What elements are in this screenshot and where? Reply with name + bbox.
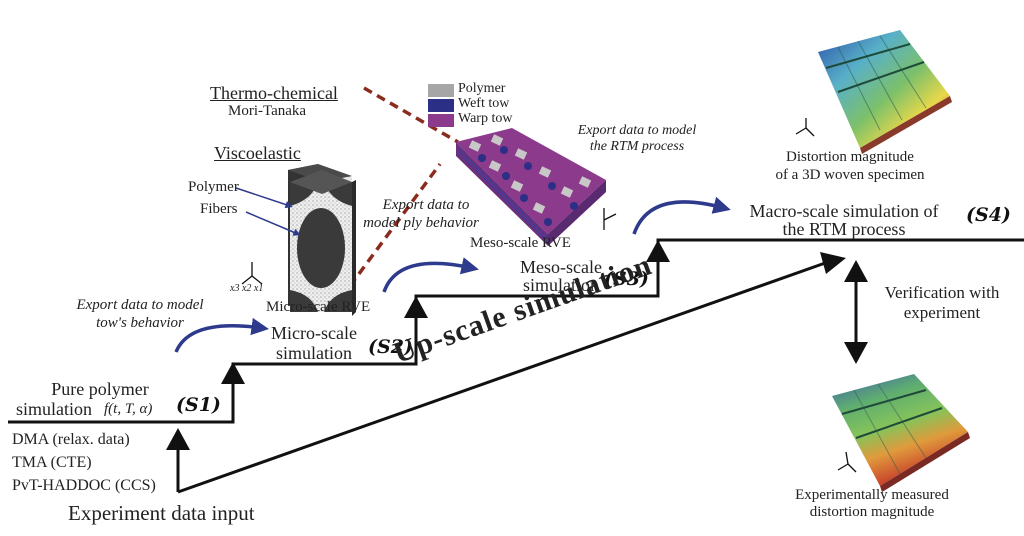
s1-step-label: (S1) [176,394,221,416]
s3-step-label: (S3) [604,268,649,290]
s1-title-line1: Pure polymer [51,379,149,399]
s3-title-line1: Meso-scale [520,257,602,277]
s3-title-line2: simulation [523,275,599,295]
legend-swatch-warp [428,114,454,127]
micro-axes-icon [241,262,263,285]
macro-exp-axes-icon [837,451,857,473]
legend-label-polymer: Polymer [458,81,506,96]
meso-axes-icon [603,208,617,230]
fibers-pointer [245,211,301,236]
verification-arrow-up [844,260,868,282]
dashed-link-upper [363,86,459,144]
fibers-label: Fibers [200,201,238,217]
export-arrow-s1-s2 [174,317,269,353]
meso-rve-label: Meso-scale RVE [470,235,571,251]
mori-tanaka-label: Mori-Tanaka [228,103,307,119]
s4-step-label: (S4) [966,204,1011,226]
micro-rve-image [288,164,356,316]
experiment-input-dma: DMA (relax. data) [12,431,130,448]
exp-distortion-caption-line1: Experimentally measured [795,487,949,503]
viscoelastic-header: Viscoelastic [214,143,301,163]
legend-swatch-polymer [428,84,454,97]
legend-label-warp: Warp tow [458,111,513,126]
s4-title-line2: the RTM process [782,219,906,239]
s2-title-line2: simulation [276,343,352,363]
exp-distortion-caption-line2: distortion magnitude [809,504,935,520]
s2-title-line1: Micro-scale [271,323,357,343]
polymer-pointer [235,187,293,209]
s1-formula: f(t, T, α) [104,401,153,417]
micro-axes-labels: x3 x2 x1 [230,283,264,294]
export-arrow-s3-s4 [632,196,731,235]
step-arrow-s3 [646,240,670,262]
meso-rve-image [456,128,606,246]
experiment-input-tma: TMA (CTE) [12,454,92,471]
experiment-data-input-label: Experiment data input [68,501,255,525]
export-label-s2-line2: model ply behavior [363,215,479,231]
upscale-arrow-head [820,252,846,274]
legend-label-weft: Weft tow [458,96,510,111]
export-label-s2-line1: Export data to [382,197,470,213]
export-label-s3-line2: the RTM process [589,139,685,154]
s4-title-line1: Macro-scale simulation of [749,201,939,221]
export-label-s3-line1: Export data to model [577,123,697,138]
macro-sim-axes-icon [795,118,815,137]
verification-label-line2: experiment [903,303,981,322]
micro-rve-label: Micro-scale RVE [266,299,371,315]
experiment-arrow-head [166,428,190,450]
upscale-line [177,260,829,494]
step-arrow-s1 [221,362,245,384]
simulated-distortion-plot [818,30,952,154]
export-label-s1-line1: Export data to model [76,297,204,313]
verification-arrow-down [844,342,868,364]
verification-label-line1: Verification with [884,283,1000,302]
s1-title-line2: simulation [16,399,92,419]
polymer-label: Polymer [188,179,239,195]
thermo-chemical-header: Thermo-chemical [210,83,338,103]
export-label-s1-line2: tow's behavior [96,315,184,331]
export-arrow-s2-s3 [382,257,479,293]
s2-step-label: (S2) [368,336,413,358]
sim-distortion-caption-line2: of a 3D woven specimen [775,167,925,183]
experimental-distortion-plot [832,374,970,492]
legend-swatch-weft [428,99,454,112]
step-arrow-s2 [404,296,428,318]
experiment-input-pvt: PvT-HADDOC (CCS) [12,477,156,494]
sim-distortion-caption-line1: Distortion magnitude [786,149,914,165]
dashed-link-lower [348,162,442,288]
